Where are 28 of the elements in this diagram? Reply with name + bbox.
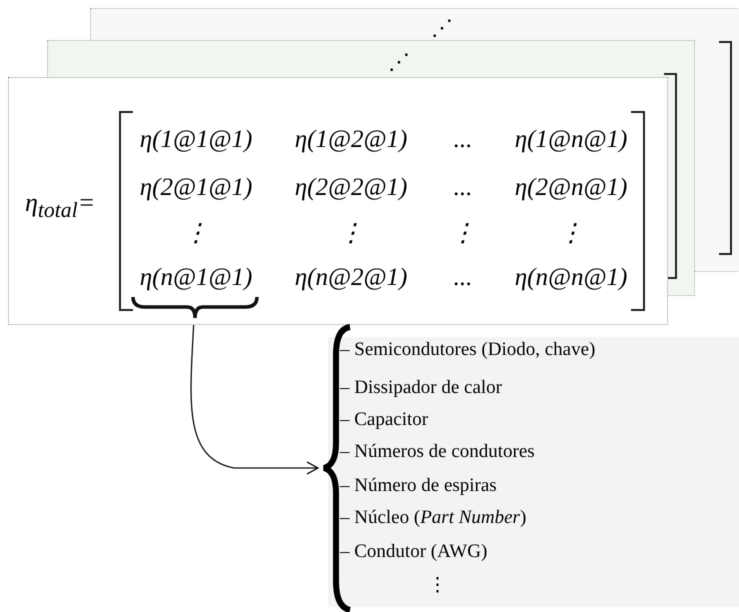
list-item: – Núcleo (Part Number) bbox=[340, 507, 526, 529]
ellipsis: ⋮ bbox=[450, 219, 476, 248]
matrix-entry: η(2@1@1) bbox=[140, 174, 252, 202]
formula-label: η$_{total}$= bbox=[25, 188, 96, 224]
ellipsis: ⋮ bbox=[184, 219, 208, 248]
list-item: – Número de espiras bbox=[340, 475, 497, 497]
ellipsis: ⋮ bbox=[428, 574, 447, 597]
matrix-sheet bbox=[8, 77, 668, 325]
ellipsis: ⋮ bbox=[558, 219, 584, 248]
diagonal-dots: ⋰ bbox=[431, 15, 453, 41]
ellipsis: ... bbox=[454, 174, 472, 202]
matrix-entry: η(1@1@1) bbox=[140, 126, 252, 154]
list-item: – Semicondutores (Diodo, chave) bbox=[340, 339, 596, 361]
list-item: – Capacitor bbox=[340, 409, 428, 431]
ellipsis: ... bbox=[454, 126, 472, 154]
matrix-entry: η(2@2@1) bbox=[294, 174, 408, 202]
matrix-entry: η(2@n@1) bbox=[514, 174, 628, 202]
matrix-entry: η(1@2@1) bbox=[294, 126, 408, 154]
matrix-entry: η(n@2@1) bbox=[294, 264, 408, 292]
diagonal-dots: ⋰ bbox=[388, 49, 410, 75]
matrix-entry: η(n@1@1) bbox=[140, 264, 252, 292]
list-item: – Dissipador de calor bbox=[340, 377, 502, 399]
ellipsis: ... bbox=[454, 264, 472, 292]
matrix-entry: η(1@n@1) bbox=[514, 126, 628, 154]
list-item: – Números de condutores bbox=[340, 441, 535, 463]
ellipsis: ⋮ bbox=[338, 219, 364, 248]
matrix-entry: η(n@n@1) bbox=[514, 264, 628, 292]
list-item: – Condutor (AWG) bbox=[340, 541, 488, 563]
